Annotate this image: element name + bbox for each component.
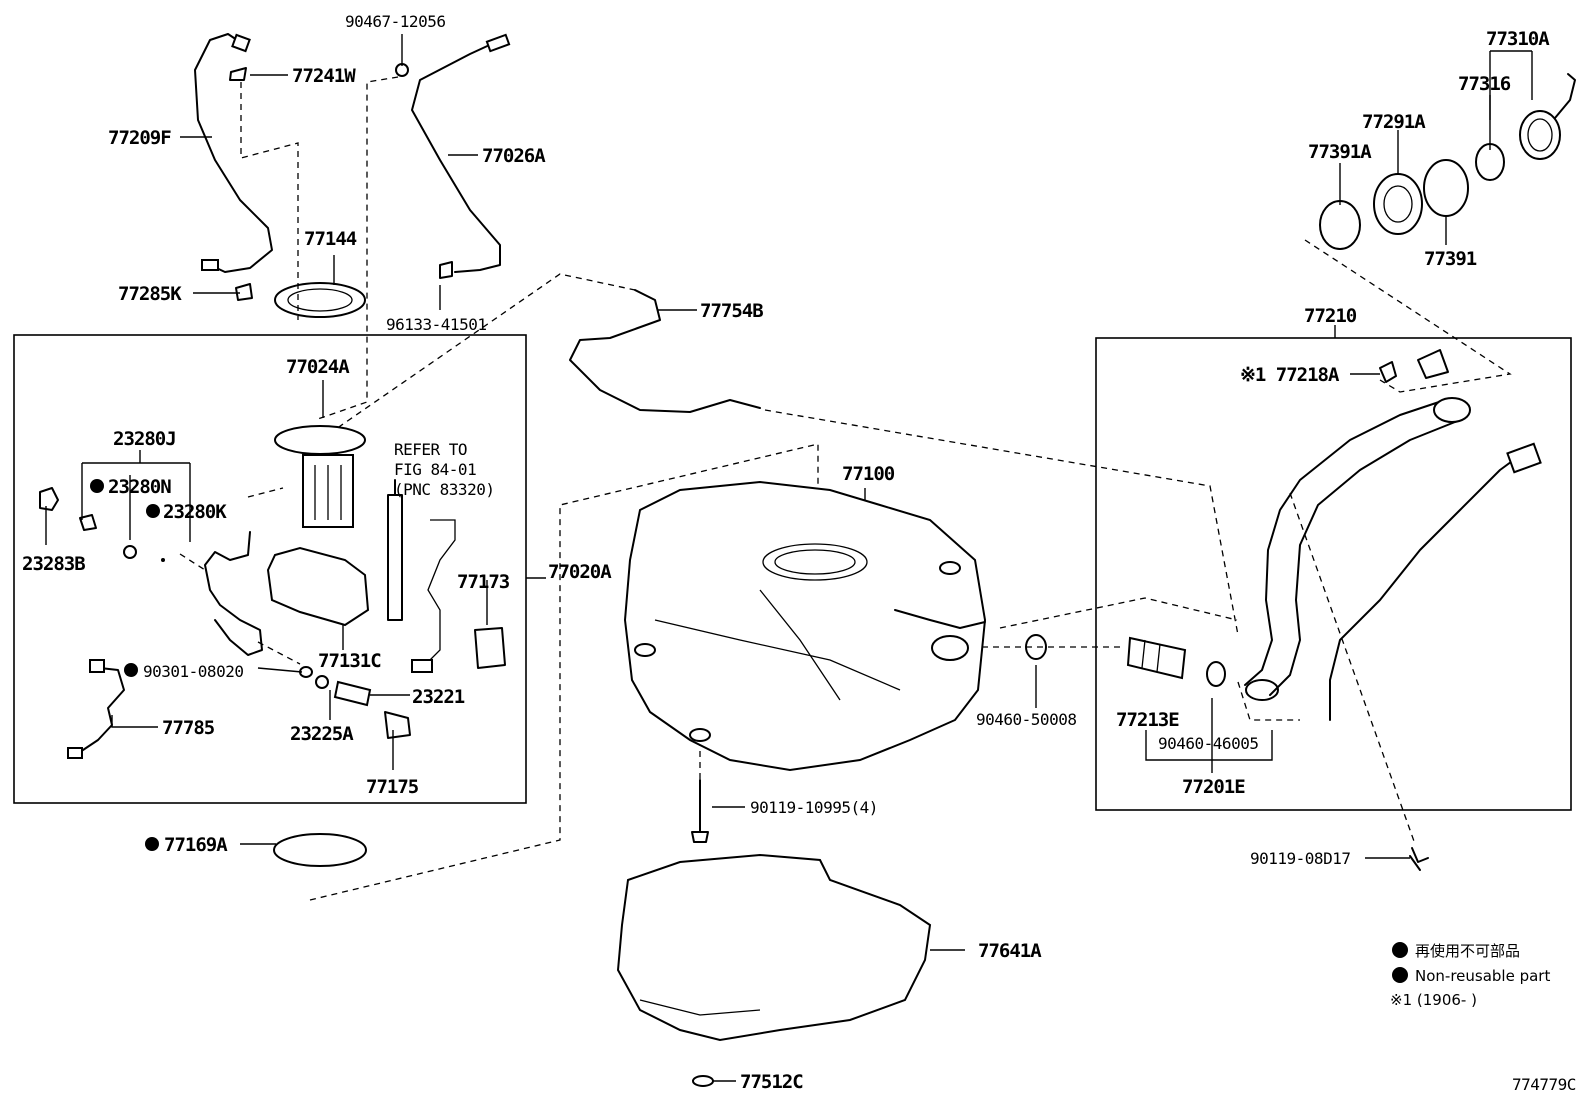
label-23280n: 23280N <box>108 476 171 498</box>
label-77316: 77316 <box>1458 73 1511 95</box>
legend-non-reusable-jp: 再使用不可部品 <box>1415 942 1520 960</box>
label-77026a: 77026A <box>482 145 546 167</box>
label-77285k: 77285K <box>118 283 182 305</box>
bolt-90119-10995 <box>691 779 709 843</box>
legend: 再使用不可部品 Non-reusable part ※1 (1906- ) <box>1390 942 1550 1009</box>
clip-96133 <box>439 261 453 279</box>
label-77512c: 77512C <box>740 1071 803 1093</box>
o-ring-23225a <box>315 675 329 689</box>
sender-77131c <box>266 546 370 627</box>
dashed-guides <box>179 76 1512 901</box>
label-77391: 77391 <box>1424 248 1477 270</box>
label-77641a: 77641A <box>978 940 1042 962</box>
tube-77754b <box>569 289 761 413</box>
label-77100: 77100 <box>842 463 895 485</box>
filled-circle-icon <box>90 479 104 493</box>
fuel-tank-77100 <box>623 480 987 772</box>
label-77144: 77144 <box>304 228 357 250</box>
label-77210: 77210 <box>1304 305 1357 327</box>
label-77175: 77175 <box>366 776 419 798</box>
label-77310a: 77310A <box>1486 28 1550 50</box>
ring-77316 <box>1475 143 1505 181</box>
diagram-id: 774779C <box>1512 1075 1576 1094</box>
label-90119-10995: 90119-10995(4) <box>750 798 878 817</box>
label-77131c: 77131C <box>318 650 381 672</box>
clip-77241w <box>229 67 247 81</box>
bracket-77173 <box>474 627 506 669</box>
label-77754b: 77754B <box>700 300 763 322</box>
harness-77785 <box>79 667 125 753</box>
label-77213e: 77213E <box>1116 709 1179 731</box>
pump-module-77024a <box>274 425 366 528</box>
harness-77209f <box>194 33 273 273</box>
label-77391a: 77391A <box>1308 141 1372 163</box>
filter-77175 <box>384 711 411 739</box>
jet-pump <box>204 531 263 656</box>
filler-pipe-77210 <box>1244 397 1542 721</box>
legend-non-reusable-en: Non-reusable part <box>1415 967 1550 985</box>
gasket-77169a <box>273 833 367 867</box>
tube-77026a <box>411 41 501 273</box>
fuel-cap-77310a <box>1519 73 1576 160</box>
label-77020a: 77020A <box>548 561 612 583</box>
label-77169a: 77169A <box>164 834 228 856</box>
gasket-77391a <box>1319 200 1361 250</box>
clamp-90467 <box>395 63 409 77</box>
level-gauge <box>387 479 403 621</box>
label-23225a: 23225A <box>290 723 354 745</box>
label-77218a: ※1 77218A <box>1240 364 1340 386</box>
filled-circle-icon <box>1392 942 1408 958</box>
label-77241w: 77241W <box>292 65 356 87</box>
clip-23280n <box>79 514 97 531</box>
label-77785: 77785 <box>162 717 215 739</box>
filled-circle-icon <box>1392 967 1408 983</box>
clip-77285k <box>235 283 253 301</box>
o-ring-90301 <box>299 666 313 678</box>
label-96133: 96133-41501 <box>386 315 486 334</box>
part-labels: 90467-12056 77241W 77209F 77026A 77144 7… <box>22 12 1551 1093</box>
filled-circle-icon <box>145 837 159 851</box>
leader-lines <box>45 34 1533 1082</box>
protector-77641a <box>616 853 932 1042</box>
label-23280j: 23280J <box>113 428 176 450</box>
clip-77512c <box>692 1075 714 1087</box>
label-23283b: 23283B <box>22 553 85 575</box>
label-77291a: 77291A <box>1362 111 1426 133</box>
label-23221: 23221 <box>412 686 465 708</box>
label-refer-3: (PNC 83320) <box>394 480 494 499</box>
label-90460-50008: 90460-50008 <box>976 710 1076 729</box>
filled-circle-icon <box>146 504 160 518</box>
label-90119-08d17: 90119-08D17 <box>1250 849 1350 868</box>
filler-pipe-assembly-box <box>1095 337 1572 811</box>
clamp-90460-50008 <box>1025 634 1047 660</box>
ring-77291a <box>1373 173 1423 235</box>
pump-assembly-box <box>13 334 527 804</box>
label-90467: 90467-12056 <box>345 12 445 31</box>
label-23280k: 23280K <box>163 501 227 523</box>
label-77201e: 77201E <box>1182 776 1245 798</box>
clip-77218a <box>1379 361 1397 383</box>
label-90301: 90301-08020 <box>143 662 243 681</box>
label-77173: 77173 <box>457 571 510 593</box>
clamp-90460-46005 <box>1206 661 1226 687</box>
ring-77144 <box>274 282 366 318</box>
fuel-pump-23221 <box>333 680 372 707</box>
label-90460-46005: 90460-46005 <box>1158 734 1258 753</box>
label-refer-2: FIG 84-01 <box>394 460 476 479</box>
filled-circle-icon <box>124 663 138 677</box>
legend-note-1: ※1 (1906- ) <box>1390 991 1477 1009</box>
label-77209f: 77209F <box>108 127 171 149</box>
gasket-77391 <box>1423 159 1469 217</box>
clip-23283b <box>39 487 59 511</box>
bolt-90119-08d17 <box>1409 847 1429 871</box>
label-refer-1: REFER TO <box>394 440 467 459</box>
hose-77213e <box>1126 636 1187 680</box>
label-77024a: 77024A <box>286 356 350 378</box>
